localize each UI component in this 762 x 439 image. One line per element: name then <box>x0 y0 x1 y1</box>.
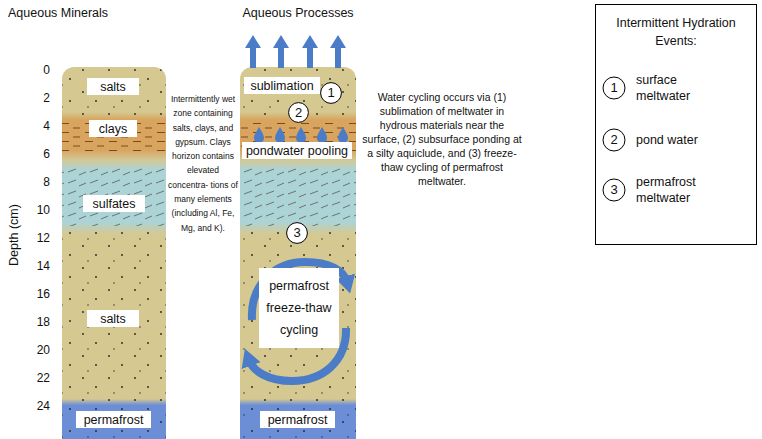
up-arrow <box>302 35 318 68</box>
layer-label-text: clays <box>99 121 127 137</box>
axis-tick: 20 <box>26 343 50 357</box>
axis-title: Depth (cm) <box>6 190 22 280</box>
legend-text: surface meltwater <box>636 68 716 108</box>
axis-tick: 6 <box>26 147 50 161</box>
legend-number: 1 <box>603 80 625 96</box>
axis-tick: 18 <box>26 315 50 329</box>
sulfate-marks <box>62 168 166 226</box>
callout-number-text: 2 <box>295 105 302 121</box>
clay-dashes <box>62 120 166 152</box>
axis-tick: 16 <box>26 287 50 301</box>
callout-number: 2 <box>288 102 309 123</box>
sulfate-marks <box>240 168 356 226</box>
soil-column-minerals <box>62 67 166 439</box>
layer-label: clays <box>89 120 137 137</box>
up-arrow <box>245 35 261 68</box>
callout-number-text: 1 <box>327 85 334 101</box>
sublimation-arrows <box>245 35 346 68</box>
freeze-thaw-loop <box>249 262 347 381</box>
callout-circle-outline <box>321 83 342 104</box>
salt-dots <box>240 232 356 439</box>
layer-label-text: salts <box>100 311 126 327</box>
callout-number-text: 3 <box>293 225 300 241</box>
droplets <box>254 127 348 143</box>
water-droplet <box>317 127 327 143</box>
column-heading: Aqueous Minerals <box>8 5 138 21</box>
process-label: sublimation <box>244 77 320 94</box>
process-label: pondwater pooling <box>242 142 352 159</box>
legend-title: Intermittent Hydration Events: <box>600 14 752 50</box>
legend-circle <box>603 77 625 99</box>
water-droplet <box>296 127 306 143</box>
up-arrow <box>330 35 346 68</box>
layer-label-text: permafrost <box>84 412 144 428</box>
soil-layers <box>62 67 166 439</box>
annotation-note: Water cycling occurs via (1) sublimation… <box>362 90 522 188</box>
axis-tick: 8 <box>26 175 50 189</box>
axis-tick: 2 <box>26 91 50 105</box>
axis-tick: 24 <box>26 399 50 413</box>
legend-number: 3 <box>603 182 625 198</box>
legend-box <box>596 5 757 245</box>
salt-dots <box>62 67 166 116</box>
column-heading: Aqueous Processes <box>230 5 366 21</box>
callout-circle-outline <box>289 103 309 123</box>
legend-text: pond water <box>636 120 716 160</box>
water-droplet <box>338 127 348 143</box>
axis-tick: 12 <box>26 231 50 245</box>
callout-number: 1 <box>320 82 342 104</box>
layer-label-text: sulfates <box>92 196 135 212</box>
salt-dots <box>62 232 166 439</box>
legend-circle <box>603 129 625 151</box>
axis-tick: 10 <box>26 203 50 217</box>
layer-label: salts <box>87 78 139 95</box>
layer-label: permafrost <box>76 411 151 428</box>
axis-tick: 0 <box>26 63 50 77</box>
axis-tick: 14 <box>26 259 50 273</box>
soil-layers <box>240 67 356 439</box>
process-label-text: permafrost freeze-thaw cycling <box>261 275 337 341</box>
water-droplet <box>275 127 285 143</box>
legend-number: 2 <box>603 132 625 148</box>
process-label: permafrost freeze-thaw cycling <box>259 268 339 348</box>
legend-text: permafrost meltwater <box>636 170 716 210</box>
soil-column-processes <box>240 67 356 439</box>
layer-label-text: salts <box>100 79 126 95</box>
water-droplet <box>254 127 264 143</box>
layer-label: permafrost <box>260 411 335 428</box>
layer-label-text: permafrost <box>268 412 328 428</box>
layer-label: sulfates <box>83 195 145 212</box>
process-label-text: pondwater pooling <box>246 143 348 159</box>
callout-circle-outline <box>287 223 308 244</box>
up-arrow <box>273 35 289 68</box>
callout-number: 3 <box>286 222 308 244</box>
annotation-note: Intermittently wet zone containing salts… <box>167 92 239 235</box>
axis-tick: 4 <box>26 119 50 133</box>
legend-circle <box>603 179 625 201</box>
layer-label: salts <box>87 310 139 327</box>
axis-tick: 22 <box>26 371 50 385</box>
process-label-text: sublimation <box>250 78 313 94</box>
